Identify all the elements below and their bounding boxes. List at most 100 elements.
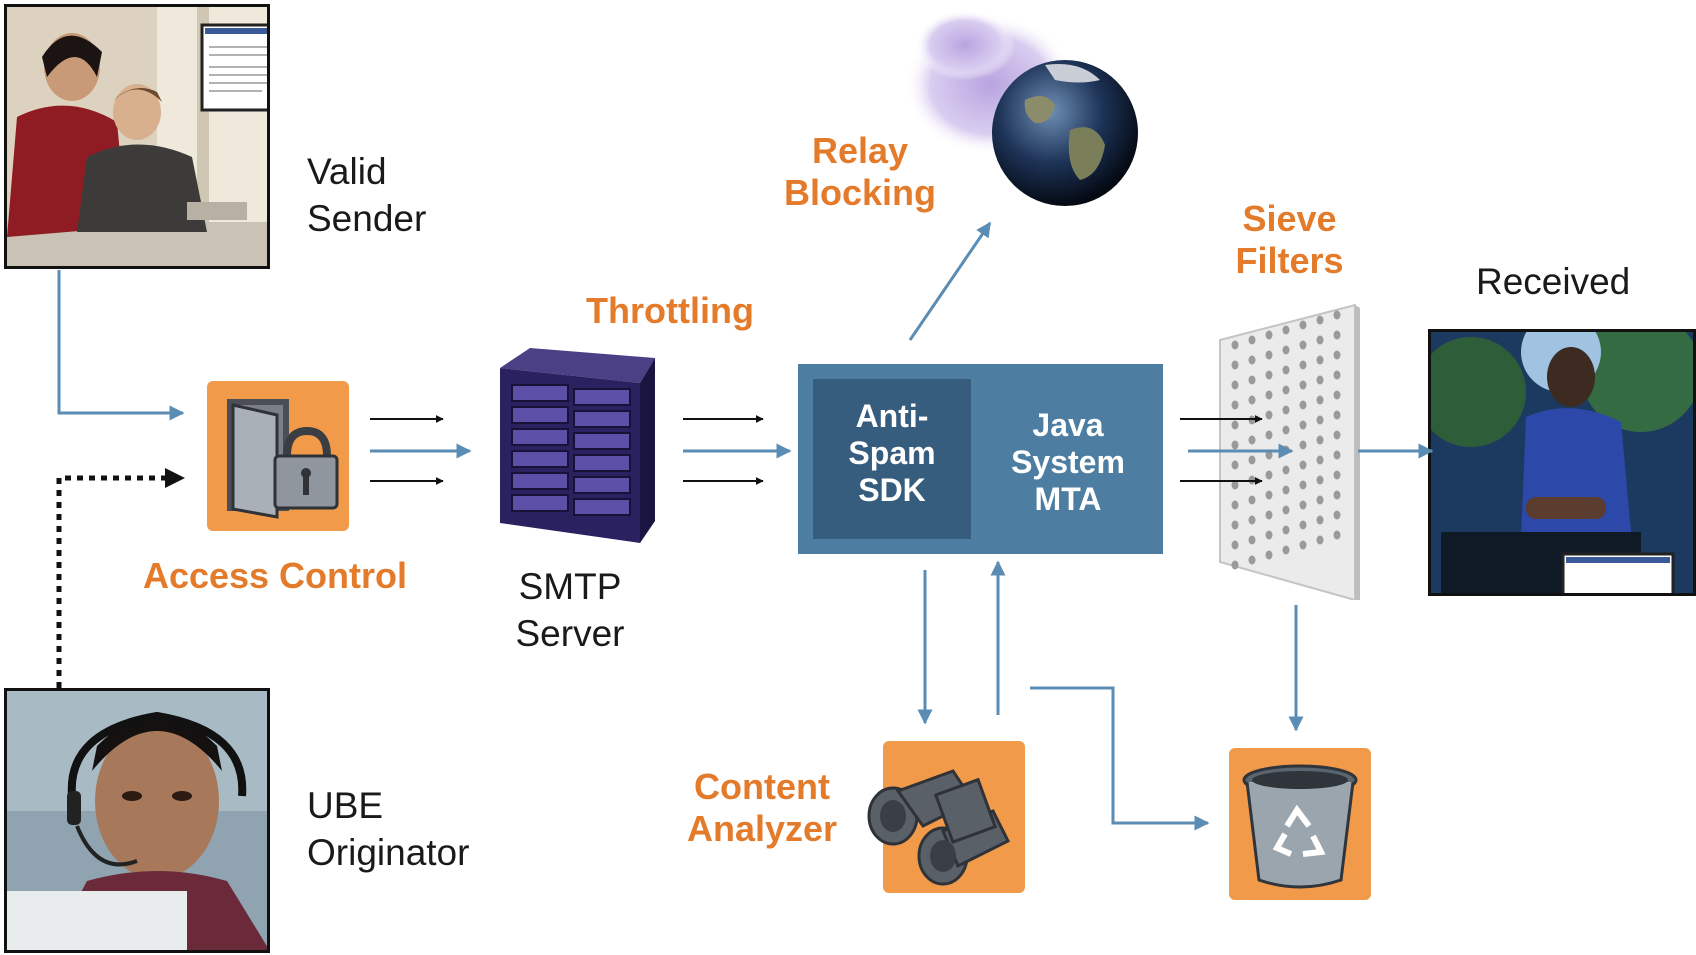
- sieve-hole: [1316, 495, 1324, 505]
- sieve-hole: [1282, 525, 1290, 535]
- sieve-hole: [1316, 455, 1324, 465]
- sieve-hole: [1333, 410, 1341, 420]
- smtp-server-rack: [490, 343, 660, 545]
- ube-dotted-arrow: [56, 468, 185, 688]
- sieve-hole: [1265, 330, 1273, 340]
- sieve-hole: [1265, 510, 1273, 520]
- sieve-hole: [1282, 365, 1290, 375]
- reader-illustration: [1431, 332, 1693, 593]
- headset-person-illustration: [7, 691, 267, 950]
- sieve-hole: [1316, 375, 1324, 385]
- sieve-hole: [1299, 500, 1307, 510]
- recycle-bin-icon: [1242, 764, 1358, 889]
- smtp-server-line-2: Server: [515, 613, 625, 654]
- sieve-filters-line-2: Filters: [1235, 240, 1344, 281]
- sieve-hole: [1333, 510, 1341, 520]
- sieve-hole: [1248, 495, 1256, 505]
- sieve-hole: [1231, 400, 1239, 410]
- ube-originator-line-2: Originator: [307, 832, 470, 873]
- sieve-hole: [1316, 515, 1324, 525]
- java-system-mta-line-2: System: [1011, 444, 1125, 480]
- sieve-hole: [1265, 490, 1273, 500]
- sieve-hole: [1316, 335, 1324, 345]
- sieve-hole: [1299, 540, 1307, 550]
- sieve-hole: [1333, 370, 1341, 380]
- access-to-smtp-arrows: [370, 415, 472, 485]
- sieve-hole: [1316, 315, 1324, 325]
- ube-originator-label: UBE Originator: [307, 782, 469, 876]
- content-analyzer-tile: [867, 741, 1025, 893]
- sieve-hole: [1282, 345, 1290, 355]
- received-label: Received: [1476, 261, 1631, 302]
- sieve-hole: [1265, 550, 1273, 560]
- sieve-hole: [1231, 520, 1239, 530]
- sieve-hole: [1248, 395, 1256, 405]
- smtp-server-line-1: SMTP: [518, 566, 622, 607]
- sieve-hole: [1265, 430, 1273, 440]
- valid-sender-line-1: Valid: [307, 151, 387, 192]
- sieve-filters-label: Sieve Filters: [1222, 198, 1357, 282]
- server-rack-icon: [500, 348, 655, 543]
- sieve-hole: [1231, 540, 1239, 550]
- sieve-hole: [1316, 415, 1324, 425]
- valid-sender-photo: [4, 4, 270, 269]
- sieve-hole: [1299, 460, 1307, 470]
- sieve-hole: [1299, 320, 1307, 330]
- sieve-hole: [1299, 380, 1307, 390]
- sieve-hole: [1265, 470, 1273, 480]
- sieve-hole: [1231, 380, 1239, 390]
- java-system-mta-line-1: Java: [1032, 407, 1104, 443]
- sieve-hole: [1231, 460, 1239, 470]
- sieve-hole: [1299, 440, 1307, 450]
- sieve-hole: [1299, 360, 1307, 370]
- java-system-mta-box: Anti- Spam SDK Java System MTA: [798, 364, 1163, 554]
- sieve-hole: [1231, 340, 1239, 350]
- anti-spam-sdk-line-2: Spam: [848, 435, 936, 471]
- sieve-hole: [1248, 375, 1256, 385]
- sieve-hole: [1248, 355, 1256, 365]
- sieve-hole: [1231, 440, 1239, 450]
- sieve-hole: [1333, 310, 1341, 320]
- sieve-hole: [1282, 325, 1290, 335]
- java-system-mta-label: Java System MTA: [978, 407, 1158, 518]
- relay-blocking-arrow: [908, 221, 992, 341]
- sieve-hole: [1265, 530, 1273, 540]
- sieve-hole: [1299, 340, 1307, 350]
- valid-sender-line-2: Sender: [307, 198, 427, 239]
- content-analyzer-line-1: Content: [694, 766, 830, 807]
- relay-blocking-line-2: Blocking: [783, 172, 936, 213]
- sieve-hole: [1299, 400, 1307, 410]
- sieve-hole: [1333, 530, 1341, 540]
- sieve-hole: [1282, 485, 1290, 495]
- access-control-label: Access Control: [142, 555, 408, 596]
- sieve-hole: [1299, 480, 1307, 490]
- sieve-hole: [1333, 390, 1341, 400]
- sieve-hole: [1282, 425, 1290, 435]
- ube-originator-line-1: UBE: [307, 785, 384, 826]
- sieve-hole: [1265, 450, 1273, 460]
- content-analyzer-line-2: Analyzer: [686, 808, 838, 849]
- sieve-hole: [1282, 505, 1290, 515]
- anti-spam-sdk-line-3: SDK: [858, 472, 926, 508]
- sieve-hole: [1231, 360, 1239, 370]
- sieve-hole: [1282, 405, 1290, 415]
- valid-sender-arrow: [57, 270, 185, 421]
- sieve-filters-line-1: Sieve: [1242, 198, 1337, 239]
- sieve-hole: [1248, 555, 1256, 565]
- sieve-hole: [1333, 450, 1341, 460]
- office-people-illustration: [7, 7, 267, 266]
- sieve-hole: [1248, 515, 1256, 525]
- access-control-tile: [207, 381, 349, 531]
- sieve-hole: [1265, 370, 1273, 380]
- sieve-hole: [1265, 350, 1273, 360]
- sieve-hole: [1299, 520, 1307, 530]
- sieve-hole: [1333, 470, 1341, 480]
- binoculars-icon: [867, 769, 1011, 886]
- sieve-hole: [1316, 435, 1324, 445]
- sieve-hole: [1265, 390, 1273, 400]
- sieve-hole: [1316, 395, 1324, 405]
- anti-spam-sdk-label: Anti- Spam SDK: [813, 398, 971, 509]
- globe-icon: [905, 10, 1138, 206]
- sieve-hole: [1282, 465, 1290, 475]
- sieve-hole: [1248, 435, 1256, 445]
